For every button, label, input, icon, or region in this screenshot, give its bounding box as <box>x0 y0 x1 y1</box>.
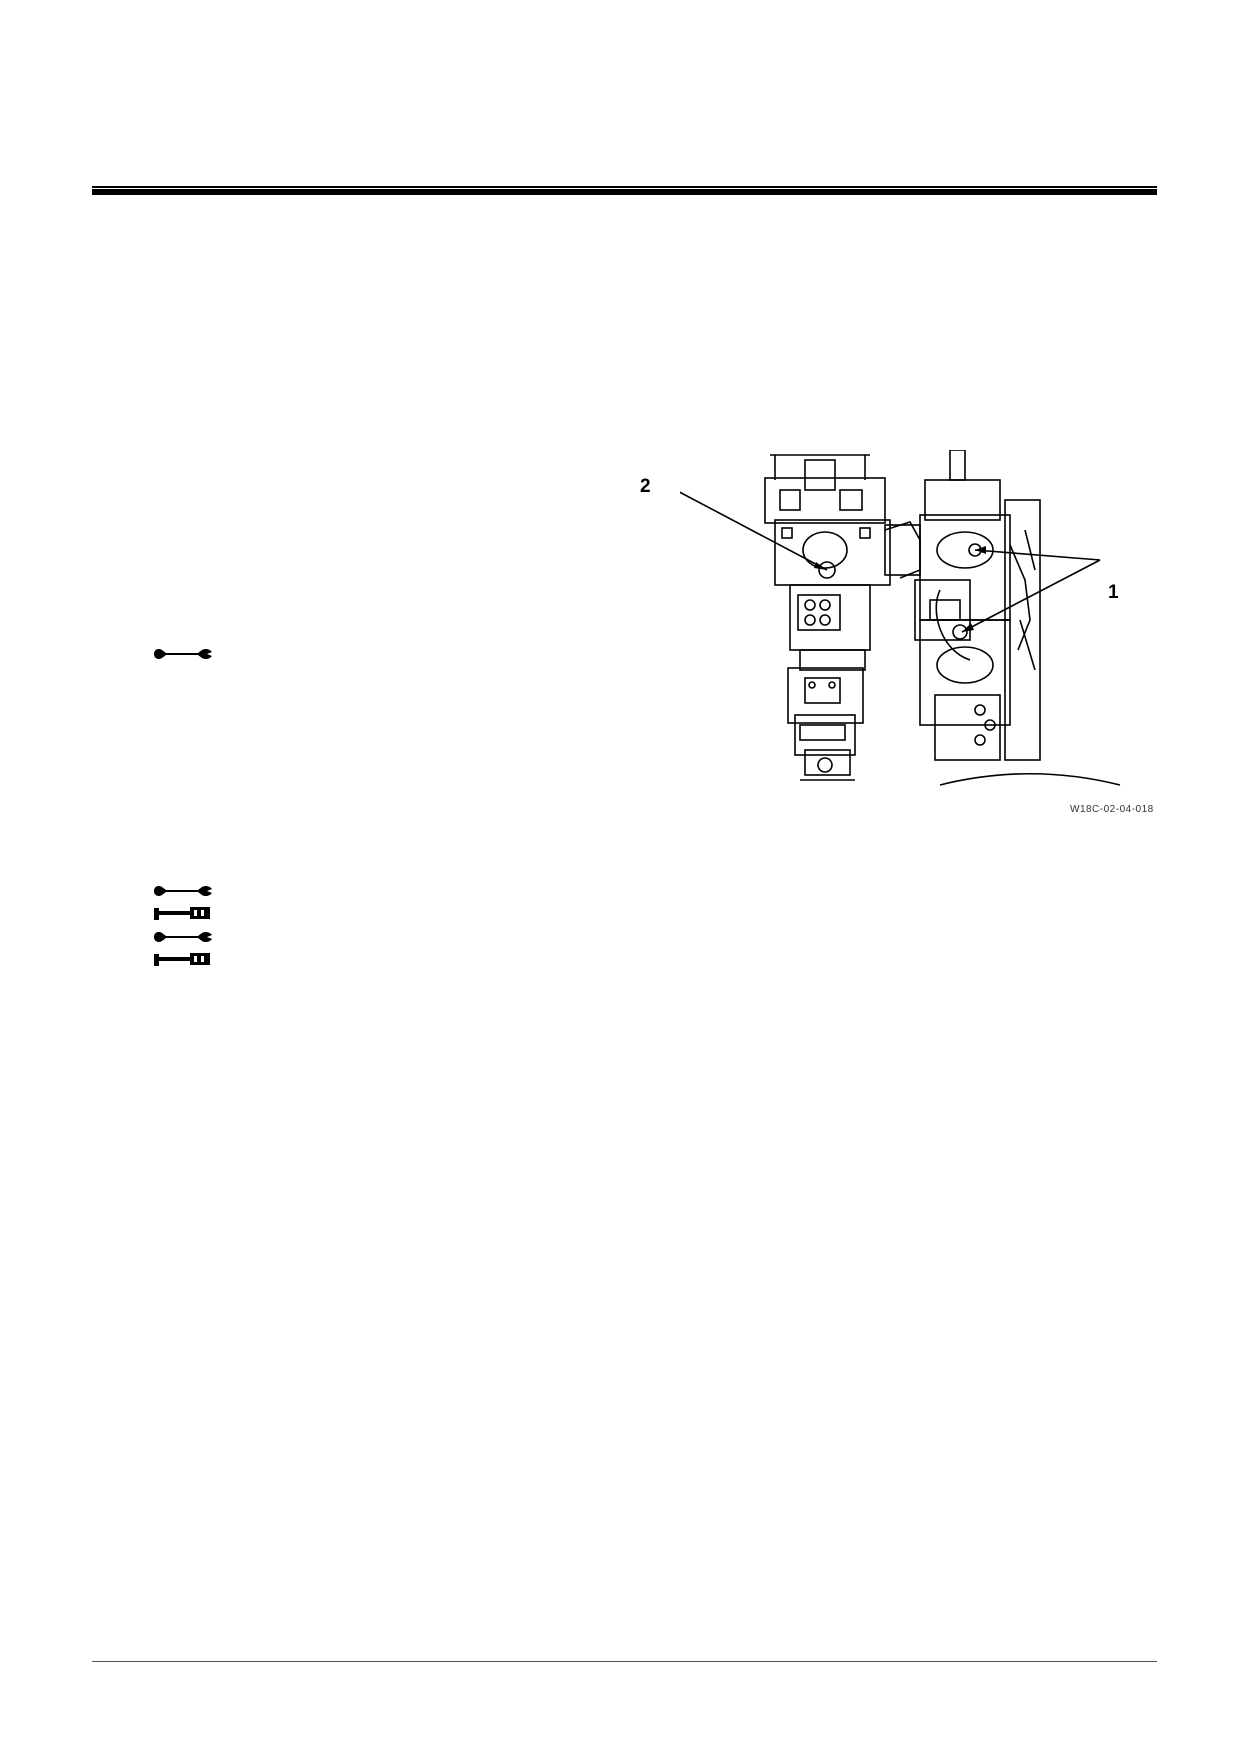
torque-wrench-icon <box>154 953 210 966</box>
wrench-icon <box>154 885 212 897</box>
callout-2: 2 <box>640 476 651 497</box>
wrench-icon <box>154 648 212 660</box>
figure-code: W18C-02-04-018 <box>1070 804 1154 815</box>
wrench-icon <box>154 931 212 943</box>
callout-1: 1 <box>1108 582 1119 603</box>
footer-rule <box>92 1661 1157 1662</box>
torque-wrench-icon <box>154 907 210 920</box>
pump-illustration: 2 1 <box>640 450 1160 800</box>
header-rule <box>92 186 1157 196</box>
